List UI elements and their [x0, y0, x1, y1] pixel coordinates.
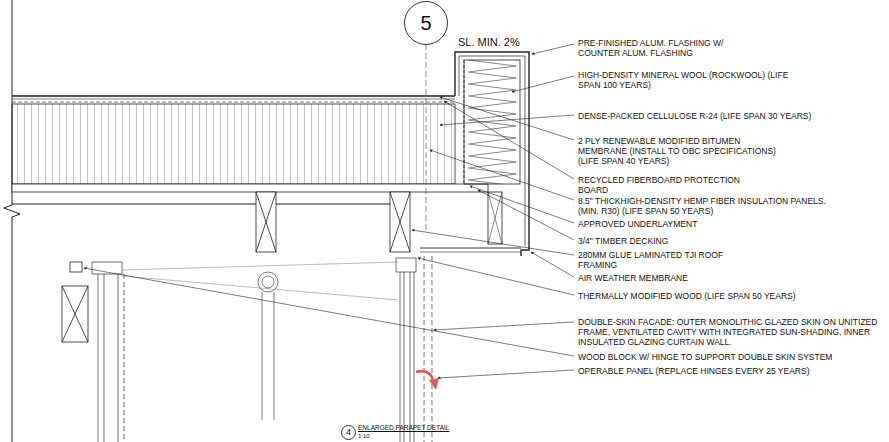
curtain-wall-part	[98, 274, 99, 442]
parapet-part	[488, 192, 502, 244]
sun-shading-part	[262, 292, 263, 420]
leader-lines-part	[531, 252, 574, 277]
callout-label: AIR WEATHER MEMBRANE	[578, 273, 688, 283]
sun-shading-part	[258, 272, 278, 292]
sun-shading-part	[262, 276, 274, 288]
leader-lines-part	[512, 76, 574, 92]
leader-lines-part	[84, 268, 574, 356]
curtain-wall-part	[124, 274, 125, 442]
leader-lines-part	[438, 370, 574, 378]
callout-label: WOOD BLOCK W/ HINGE TO SUPPORT DOUBLE SK…	[578, 352, 832, 362]
sun-shading	[258, 272, 278, 420]
roof-assembly-part	[12, 102, 455, 103]
callout-number: 5	[420, 13, 431, 33]
parapet-part	[459, 56, 525, 246]
curtain-wall-part	[104, 274, 105, 442]
curtain-wall-part	[396, 258, 416, 272]
wood-block-part	[62, 286, 88, 342]
roof-joists-part	[390, 192, 410, 252]
parapet	[420, 52, 529, 256]
roof-joists-part	[256, 192, 276, 252]
wood-block-part	[62, 286, 88, 342]
curtain-wall	[92, 256, 432, 442]
wood-block-part	[62, 286, 88, 342]
roof-joists-part	[256, 192, 276, 252]
operable-arrow-part	[429, 378, 439, 390]
roof-joists-part	[390, 192, 410, 252]
parapet-part	[488, 192, 502, 244]
leader-lines-part	[440, 115, 574, 125]
operable-arrow	[416, 371, 439, 390]
leader-lines-part	[434, 322, 574, 330]
parapet-part	[420, 248, 521, 249]
existing-wall	[4, 0, 390, 442]
curtain-wall-part	[424, 256, 425, 442]
sun-shading-part	[274, 292, 275, 420]
parapet-part	[488, 192, 502, 244]
wood-block	[62, 262, 88, 342]
slope-note: SL. MIN. 2%	[458, 36, 520, 49]
leader-lines	[84, 44, 574, 378]
section-line	[426, 44, 427, 230]
callout-label: RECYCLED FIBERBOARD PROTECTION BOARD	[578, 175, 758, 195]
drawing-title: ENLARGED PARAPET DETAIL	[358, 424, 449, 431]
callout-label: 3/4" TIMBER DECKING	[578, 236, 668, 246]
curtain-wall-part	[400, 272, 401, 442]
leader-lines-part	[412, 230, 574, 255]
roof-joists	[256, 192, 410, 252]
leader-lines-part	[430, 150, 574, 200]
roof-assembly-part	[12, 104, 455, 184]
parapet-part	[464, 60, 520, 184]
parapet-part	[464, 60, 465, 184]
leader-lines-part	[470, 186, 574, 223]
existing-wall-part	[12, 204, 256, 205]
callout-label: THERMALLY MODIFIED WOOD (LIFE SPAN 50 YE…	[578, 291, 796, 301]
parapet-part	[455, 52, 529, 256]
curtain-wall-part	[122, 262, 398, 270]
leader-lines-part	[418, 258, 574, 295]
curtain-wall-part	[404, 272, 405, 442]
roof-assembly	[12, 96, 488, 192]
callout-circle: 5	[404, 1, 448, 45]
roof-assembly-part	[12, 184, 488, 192]
curtain-wall-part	[410, 272, 411, 442]
callout-label: PRE-FINISHED ALUM. FLASHING W/ COUNTER A…	[578, 38, 763, 58]
existing-wall-part	[276, 204, 390, 205]
callout-label: HIGH-DENSITY MINERAL WOOL (ROCKWOOL) (LI…	[578, 70, 793, 90]
callout-label: DOUBLE-SKIN FACADE: OUTER MONOLITHIC GLA…	[578, 317, 878, 347]
scale-note: 1:10	[358, 433, 370, 440]
section-line-part	[426, 44, 427, 230]
leader-lines-part	[532, 44, 574, 54]
roof-assembly-part	[12, 95, 455, 96]
existing-wall-part	[4, 200, 20, 442]
curtain-wall-part	[118, 274, 119, 442]
roof-joists-part	[256, 192, 276, 252]
callout-label: 8.5" THICKHIGH-DENSITY HEMP FIBER INSULA…	[578, 196, 828, 216]
leader-lines-part	[440, 97, 574, 140]
callout-number: 4	[346, 428, 351, 437]
curtain-wall-part	[414, 272, 415, 442]
curtain-wall-part	[432, 256, 433, 442]
parapet-part	[420, 252, 521, 253]
leader-lines-part	[478, 190, 574, 240]
wood-block-part	[70, 262, 82, 272]
roof-joists-part	[390, 192, 410, 252]
callout-label: APPROVED UNDERLAYMENT	[578, 219, 697, 229]
roof-assembly-part	[12, 99, 455, 100]
callout-label: OPERABLE PANEL (REPLACE HINGES EVERY 25 …	[578, 366, 809, 376]
callout-label: 280MM GLUE LAMINATED TJI ROOF FRAMING	[578, 250, 753, 270]
callout-circle: 4	[341, 425, 356, 440]
leader-lines-part	[444, 101, 574, 179]
callout-label: 2 PLY RENEWABLE MODIFIED BITUMEN MEMBRAN…	[578, 136, 778, 166]
callout-label: DENSE-PACKED CELLULOSE R-24 (LIFE SPAN 3…	[578, 111, 811, 121]
